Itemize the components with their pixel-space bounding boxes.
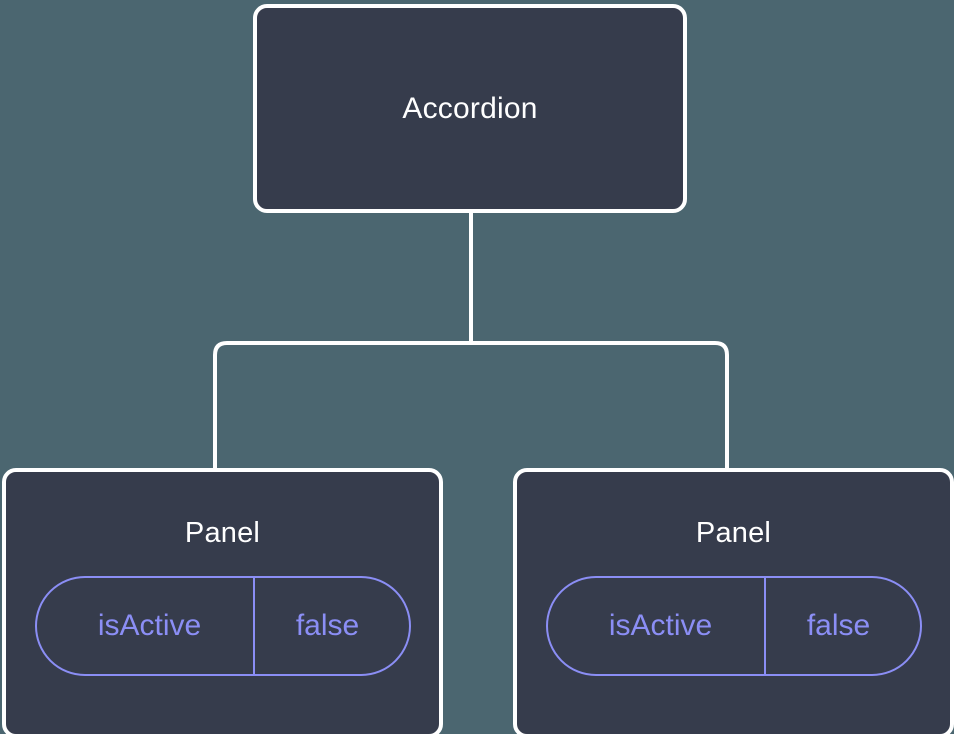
node-panel-left[interactable]: Panel isActive false: [2, 468, 443, 734]
prop-pill-right[interactable]: isActive false: [545, 575, 922, 676]
node-panel-right-title: Panel: [695, 517, 772, 549]
node-accordion[interactable]: Accordion: [253, 4, 687, 213]
node-panel-left-title: Panel: [184, 517, 261, 549]
prop-key-isactive-right: isActive: [608, 608, 713, 642]
prop-pill-left[interactable]: isActive false: [34, 575, 411, 676]
prop-value-isactive-left: false: [252, 577, 409, 674]
prop-value-isactive-right: false: [763, 577, 920, 674]
connector-branch-right: [471, 341, 729, 472]
node-accordion-title: Accordion: [402, 92, 538, 125]
prop-key-isactive-left: isActive: [97, 608, 202, 642]
node-panel-right[interactable]: Panel isActive false: [513, 468, 954, 734]
connector-branch-left: [213, 341, 471, 472]
